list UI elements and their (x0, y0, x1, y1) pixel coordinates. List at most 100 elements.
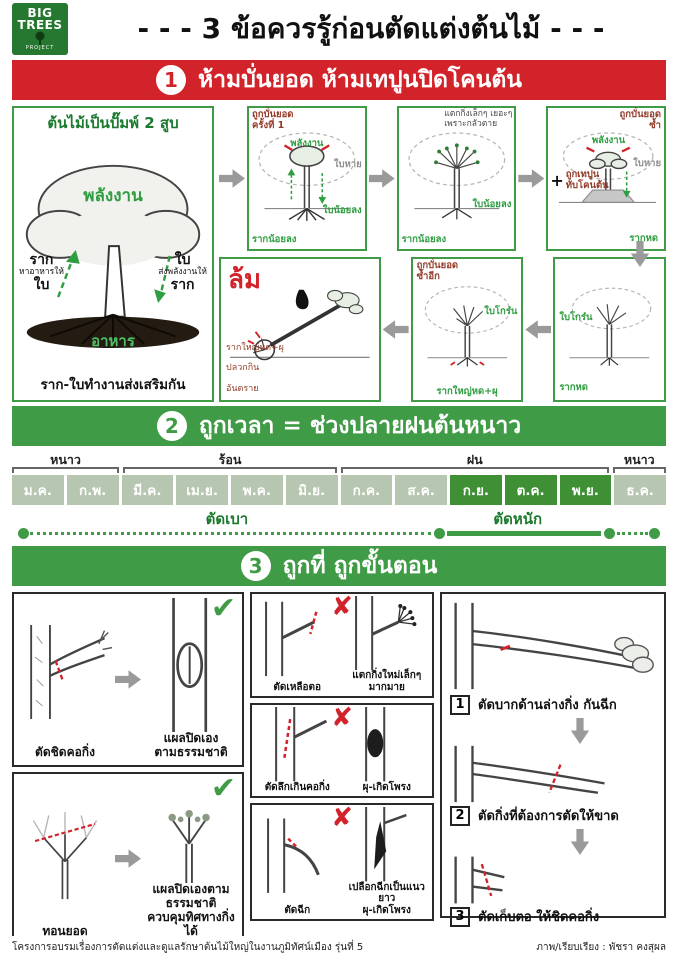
bark-strip-illustration (364, 807, 407, 882)
branch-collar-cut-illustration (30, 625, 112, 720)
cavity-result-caption: ผุ-เกิดโพรง (362, 781, 411, 793)
season-label: หนาว (50, 451, 81, 467)
fall-note-danger: อันตราย (226, 384, 259, 395)
stub-cut-panel: ✘ ตัดเหลือตอ (250, 592, 434, 699)
pruning-intensity-track: ตัดเบา ตัดหนัก (12, 506, 666, 544)
correct-cut-content: ตัดชิดคอกิ่ง แผลปิดเอง ตามธรรมชาติ (18, 598, 238, 761)
section3-number: 3 (248, 554, 263, 578)
stub-result-caption: แตกกิ่งใหม่เล็กๆ มากมาย (352, 670, 422, 693)
footer-credit-text: ภาพ/เรียบเรียง : พัชรา คงสุผล (536, 942, 666, 953)
tear-cut-caption: ตัดฉีก (284, 904, 311, 916)
logo-text-trees: TREES (17, 18, 63, 32)
healthy-tree-illustration (25, 164, 201, 349)
season-winter-right: หนาว (612, 450, 666, 473)
topping-sequence: ถูกบั่นยอด ครั้งที่ 1 พลังงาน ใบหาย รากน… (219, 106, 667, 404)
crown-reduction-caption: ทอนยอด (42, 923, 88, 938)
crown-reduction-figure: ทอนยอด (18, 778, 112, 939)
tear-cut-illustration (267, 818, 320, 894)
flow-arrow-right-icon (368, 169, 395, 188)
bark-strip-caption: เปลือกฉีกเป็นแนวยาว ผุ-เกิดโพรง (348, 881, 425, 916)
energy-label: พลังงาน (290, 138, 324, 150)
season-bracket (341, 467, 609, 473)
section1-banner: 1 ห้ามบั่นยอด ห้ามเทปูนปิดโคนต้น (12, 60, 666, 100)
month-jul: ก.ค. (340, 475, 393, 505)
energy-label: พลังงาน (591, 135, 626, 147)
heavy-pruning-segment (446, 531, 601, 536)
tail-segment (616, 532, 648, 535)
stub-cut-content: ตัดเหลือตอ แตกกิ่งใหม่เล็กๆ มากมาย (254, 596, 430, 694)
flow-arrow-left-icon (382, 320, 409, 339)
month-dec: ธ.ค. (614, 475, 666, 505)
leaf-word: ใบ (174, 252, 191, 268)
step-3-label: ตัดเก็บตอ ให้ชิดคอกิ่ง (478, 910, 600, 925)
month-row: ม.ค. ก.พ. มี.ค. เม.ย. พ.ค. มิ.ย. ก.ค. ส.… (12, 475, 666, 505)
topped-again-concrete-panel: ถูกบั่นยอด ซ้ำ + ถูกเทปูน ทับโคนต้น พลัง… (546, 106, 667, 251)
section2-heading: ถูกเวลา = ช่วงปลายฝนต้นหนาว (198, 413, 522, 439)
resprouting-tree-illustration (408, 132, 505, 220)
big-trees-logo: BIG TREES PROJECT (12, 3, 68, 55)
leaf-word: ใบ (33, 276, 50, 293)
season-bracket (12, 467, 119, 473)
crown-reduction-content: ทอนยอด แผลปิดเองตามธรรมชาติ ควบคุมทิศทาง… (18, 778, 238, 939)
step-2: 2 ตัดกิ่งที่ต้องการตัดให้ขาด (450, 805, 656, 826)
flow-arrow-right-icon (219, 169, 245, 188)
result-arrow-icon (115, 670, 141, 689)
step-3-number: 3 (450, 906, 470, 927)
bark-strip-result-figure: เปลือกฉีกเป็นแนวยาว ผุ-เกิดโพรง (344, 807, 431, 917)
month-feb: ก.พ. (66, 475, 119, 505)
roots-shrink-label: รากหด (629, 233, 659, 245)
month-aug: ส.ค. (395, 475, 447, 505)
season-rain: ฝน (341, 450, 609, 473)
month-jan: ม.ค. (12, 475, 64, 505)
pump-caption: ราก-ใบทำงานส่งเสริมกัน (40, 377, 186, 393)
topping-row-bottom: ล้ม รากใหญ่หด+ผุ ปลวกกิน อันตราย (219, 257, 667, 404)
roots-rot-label: รากใหญ่หด+ผุ (436, 386, 498, 398)
section3-body: ✔ ตัดชิดคอกิ่ง (0, 588, 678, 946)
season-bracket (123, 467, 337, 473)
leaves-gone-label: ใบหาย (333, 159, 362, 171)
season-winter-left: หนาว (12, 450, 119, 473)
result-arrow-icon (115, 849, 141, 868)
correct-methods-column: ✔ ตัดชิดคอกิ่ง (12, 592, 244, 946)
topped-repeatedly-panel: ถูกบั่นยอด ซ้ำอีก ใบโกร๋น รากใหญ่หด+ผุ (410, 257, 524, 402)
topped-again-tag: ถูกบั่นยอด ซ้ำ (619, 109, 662, 131)
section1-heading: ห้ามบั่นยอด ห้ามเทปูนปิดโคนต้น (197, 67, 523, 93)
leaves-less-label: ใบน้อยลง (322, 204, 362, 216)
flush-cut-panel: ✘ ตัดลึกเกินคอกิ่ง (250, 703, 434, 799)
flush-cut-figure: ตัดลึกเกินคอกิ่ง (254, 707, 341, 794)
season-timeline: หนาว ร้อน ฝน หนาว ม.ค. ก.พ. มี.ค. เม.ย. … (0, 448, 678, 544)
topped-concrete-tree-illustration (559, 132, 657, 203)
trunk-cavity-illustration (364, 707, 385, 782)
page-title: - - - 3 ข้อควรรู้ก่อนตัดแต่งต้นไม้ - - - (137, 12, 605, 45)
tear-cut-panel: ✘ ตัดฉีก (250, 803, 434, 922)
step-2-label: ตัดกิ่งที่ต้องการตัดให้ขาด (478, 809, 619, 824)
topped-first-panel: ถูกบั่นยอด ครั้งที่ 1 พลังงาน ใบหาย รากน… (247, 106, 367, 251)
root-feeds-leaf-label: ราก หาอาหารให้ ใบ (19, 252, 64, 293)
step-2-number: 2 (450, 805, 470, 826)
branch-being-cut-illustration (454, 745, 605, 803)
step-1: 1 ตัดบากด้านล่างกิ่ง กันฉีก (450, 694, 656, 715)
logo-text-big: BIG (27, 6, 53, 20)
season-hot: ร้อน (123, 450, 337, 473)
month-may: พ.ค. (231, 475, 283, 505)
food-label: อาหาร (91, 332, 135, 351)
stub-cut-illustration (265, 601, 318, 677)
crown-reduction-illustration (32, 811, 98, 900)
section2-number: 2 (164, 414, 179, 438)
declining-tree-panel: ใบโกร๋น รากหด (553, 257, 667, 402)
cross-icon: ✘ (331, 703, 353, 734)
regrown-crown-figure: แผลปิดเองตามธรรมชาติ ควบคุมทิศทางกิ่งได้ (144, 778, 238, 939)
correct-cut-panel: ✔ ตัดชิดคอกิ่ง (12, 592, 244, 767)
tree-pump-panel: ต้นไม้เป็นปั๊มพ์ 2 สูบ (12, 106, 214, 402)
fall-notes: รากใหญ่หด+ผุ ปลวกกิน อันตราย (226, 332, 284, 404)
step-1-label: ตัดบากด้านล่างกิ่ง กันฉีก (478, 698, 617, 713)
track-dot (433, 528, 445, 539)
roots-less-label: รากน้อยลง (252, 234, 297, 246)
healed-trunk-illustration (172, 598, 208, 733)
cut-at-collar-caption: ตัดชิดคอกิ่ง (35, 745, 95, 760)
track-dot (18, 528, 29, 539)
full-branch-illustration (454, 602, 654, 690)
bare-leaves-label: ใบโกร๋น (559, 311, 593, 323)
section1-number: 1 (164, 68, 178, 92)
step-1-number: 1 (450, 694, 470, 715)
